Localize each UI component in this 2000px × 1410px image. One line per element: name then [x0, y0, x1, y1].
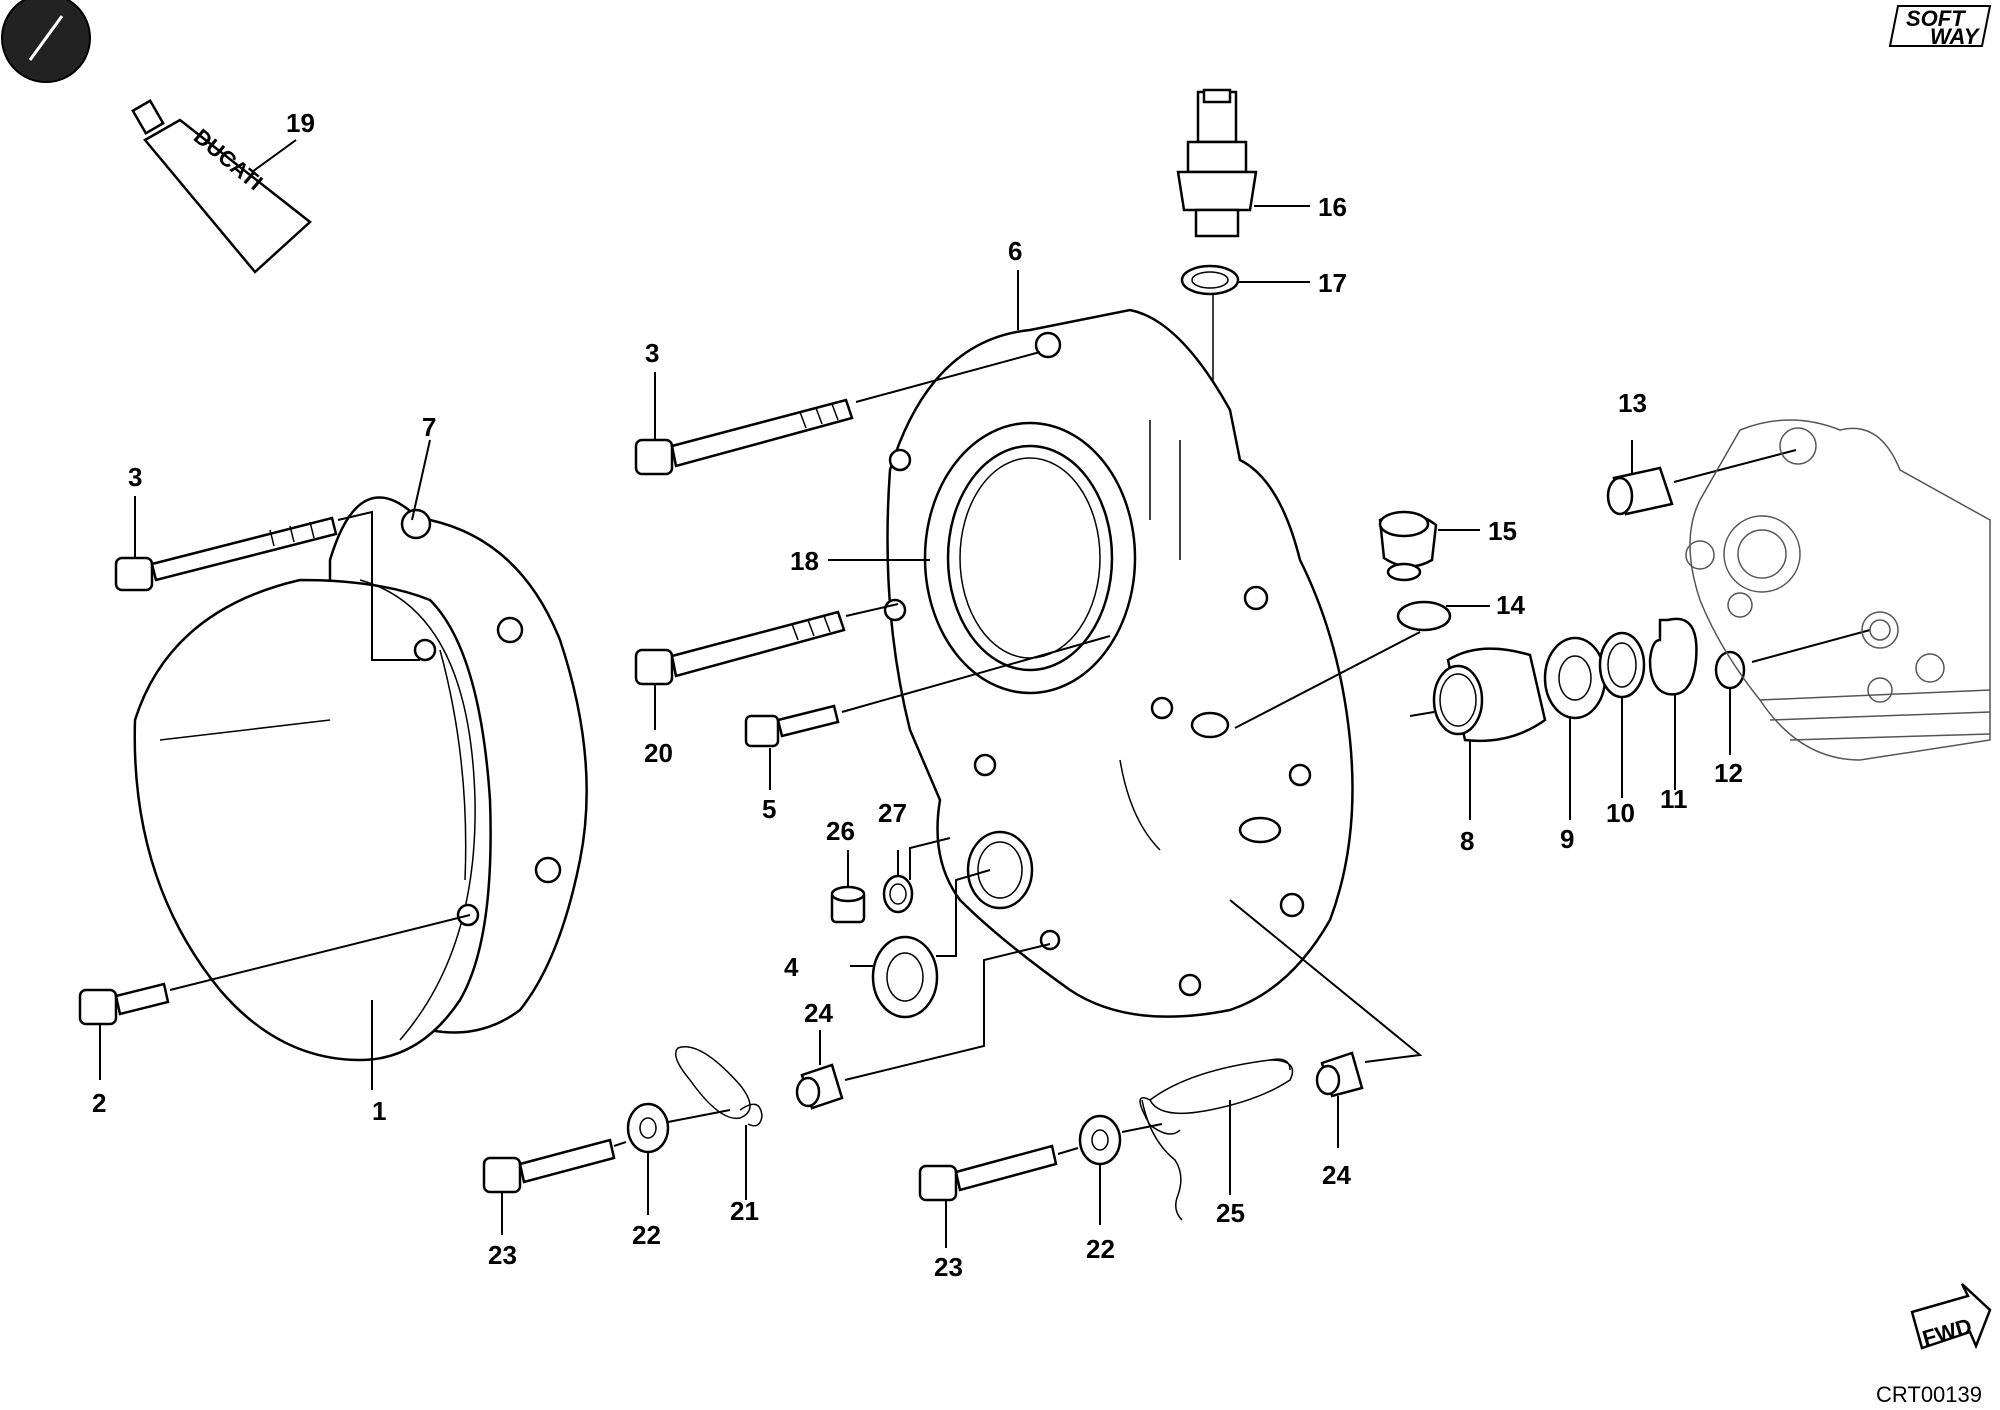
callout-27: 27 [878, 798, 907, 828]
logo-text-1: SOFT [1906, 6, 1966, 31]
callout-22-left: 22 [632, 1220, 661, 1250]
softway-logo: SOFT WAY [1888, 5, 1992, 49]
callout-15: 15 [1488, 516, 1517, 546]
callout-8: 8 [1460, 826, 1474, 856]
bolt-part-23-left [482, 1138, 627, 1235]
callout-20: 20 [644, 738, 673, 768]
callout-25: 25 [1216, 1198, 1245, 1228]
callout-3-left: 3 [128, 462, 142, 492]
seal-part-9 [1543, 636, 1607, 820]
circlip-part-11 [1648, 617, 1698, 790]
drawing-code: CRT00139 [1876, 1382, 1982, 1407]
seal-ring-part-27 [882, 837, 951, 914]
callout-22-right: 22 [1086, 1234, 1115, 1264]
callout-5: 5 [762, 794, 776, 824]
washer-part-10 [1598, 631, 1646, 798]
leader-7 [411, 439, 431, 521]
callout-16: 16 [1318, 192, 1347, 222]
callout-14: 14 [1496, 590, 1525, 620]
filler-plug-part-15 [1378, 510, 1480, 582]
o-ring-part-12 [1714, 629, 1871, 755]
callout-13: 13 [1618, 388, 1647, 418]
callout-4: 4 [784, 952, 799, 982]
spacer-part-24-right [1229, 899, 1423, 1148]
callout-10: 10 [1606, 798, 1635, 828]
callout-23-right: 23 [934, 1252, 963, 1282]
logo-text-2: WAY [1930, 24, 1981, 49]
callout-24-right: 24 [1322, 1160, 1351, 1190]
washer-part-22-left [626, 1102, 731, 1215]
o-ring-part-14 [1234, 600, 1490, 729]
callout-2: 2 [92, 1088, 106, 1118]
callout-18: 18 [790, 546, 819, 576]
callout-23-left: 23 [488, 1240, 517, 1270]
callout-7: 7 [422, 412, 436, 442]
callout-12: 12 [1714, 758, 1743, 788]
bolt-part-3-left [114, 496, 420, 661]
bolt-part-3-upper [634, 351, 1041, 476]
plug-part-26 [830, 850, 866, 924]
corner-mark-icon [1, 0, 91, 83]
bolt-part-5 [744, 635, 1111, 790]
washer-part-22-right [1078, 1114, 1163, 1225]
bushing-part-8 [1409, 647, 1547, 820]
callout-6: 6 [1008, 236, 1022, 266]
callout-19: 19 [286, 108, 315, 138]
callout-11: 11 [1660, 784, 1688, 814]
engine-case-outline [1685, 419, 1991, 761]
bolt-part-2 [78, 914, 471, 1080]
temperature-sensor-part-16 [1176, 88, 1310, 238]
spring-clip-part-25 [1139, 1058, 1294, 1221]
callout-9: 9 [1560, 824, 1574, 854]
bolt-part-23-right [918, 1144, 1079, 1248]
forward-arrow-icon: FWD [1910, 1283, 1992, 1351]
clip-part-21 [675, 1046, 763, 1200]
spacer-part-24-left [795, 943, 1051, 1110]
dowel-part-13 [1606, 440, 1797, 516]
sealant-tube-part-19: DUCATI [131, 99, 312, 274]
bolt-part-20 [634, 603, 899, 730]
callout-1: 1 [372, 1096, 386, 1126]
callout-3-upper: 3 [645, 338, 659, 368]
oil-seal-part-4 [850, 869, 991, 1019]
callout-21: 21 [730, 1196, 759, 1226]
callout-24-left: 24 [804, 998, 833, 1028]
callout-17: 17 [1318, 268, 1347, 298]
callout-26: 26 [826, 816, 855, 846]
clutch-cover-part-1 [133, 496, 588, 1062]
transmission-cover-part-6 [883, 270, 1354, 1018]
